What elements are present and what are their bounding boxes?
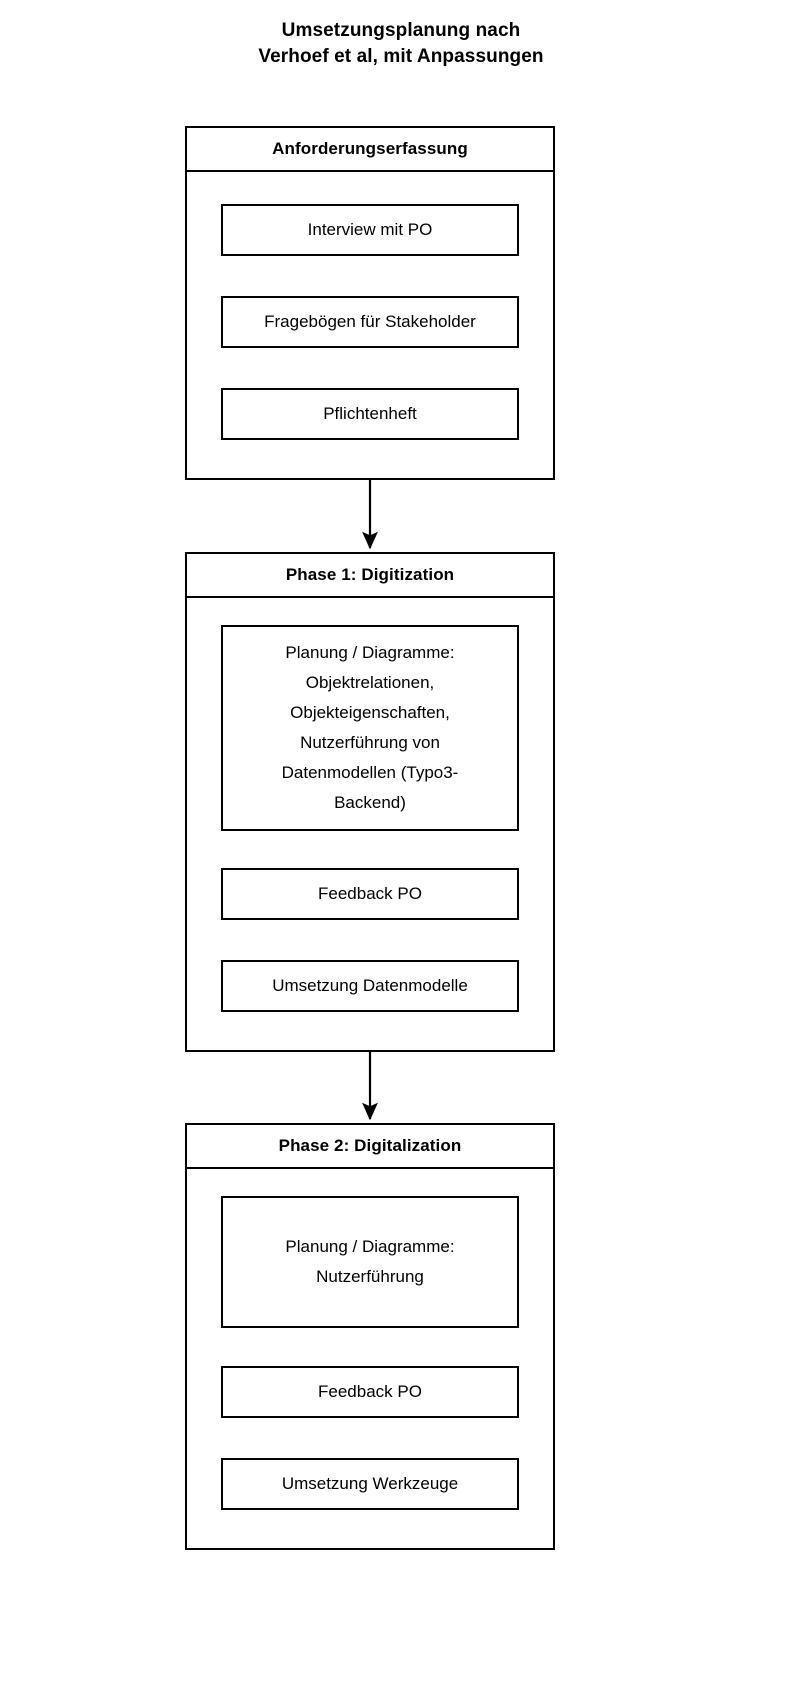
node-interview-mit-po[interactable]: Interview mit PO — [221, 204, 519, 256]
phase-header-anforderungserfassung: Anforderungserfassung — [187, 128, 553, 172]
node-feedback-po-2[interactable]: Feedback PO — [221, 1366, 519, 1418]
phase-header-phase-2-digitalization: Phase 2: Digitalization — [187, 1125, 553, 1169]
node-feedback-po-1[interactable]: Feedback PO — [221, 868, 519, 920]
node-label: Umsetzung Datenmodelle — [272, 976, 468, 995]
page-title: Umsetzungsplanung nach Verhoef et al, mi… — [0, 18, 802, 70]
node-pflichtenheft[interactable]: Pflichtenheft — [221, 388, 519, 440]
node-umsetzung-werkzeuge[interactable]: Umsetzung Werkzeuge — [221, 1458, 519, 1510]
node-label: Fragebögen für Stakeholder — [264, 312, 476, 331]
node-frageboegen-fuer-stakeholder[interactable]: Fragebögen für Stakeholder — [221, 296, 519, 348]
node-label: Planung / Diagramme: Objektrelationen, O… — [281, 643, 459, 812]
node-label: Feedback PO — [318, 1382, 422, 1401]
node-label: Pflichtenheft — [323, 404, 417, 423]
page-title-line-1: Umsetzungsplanung nach — [281, 20, 521, 41]
node-label: Feedback PO — [318, 884, 422, 903]
node-label: Umsetzung Werkzeuge — [281, 1474, 459, 1493]
node-planung-diagramme-nutzerfuehrung[interactable]: Planung / Diagramme: Nutzerführung — [221, 1196, 519, 1328]
page-title-line-2: Verhoef et al, mit Anpassungen — [258, 46, 544, 67]
node-label: Interview mit PO — [307, 220, 433, 239]
phase-header-phase-1-digitization: Phase 1: Digitization — [187, 554, 553, 598]
node-planung-diagramme-datenmodelle[interactable]: Planung / Diagramme: Objektrelationen, O… — [221, 625, 519, 831]
node-umsetzung-datenmodelle[interactable]: Umsetzung Datenmodelle — [221, 960, 519, 1012]
node-label: Planung / Diagramme: Nutzerführung — [285, 1237, 455, 1286]
